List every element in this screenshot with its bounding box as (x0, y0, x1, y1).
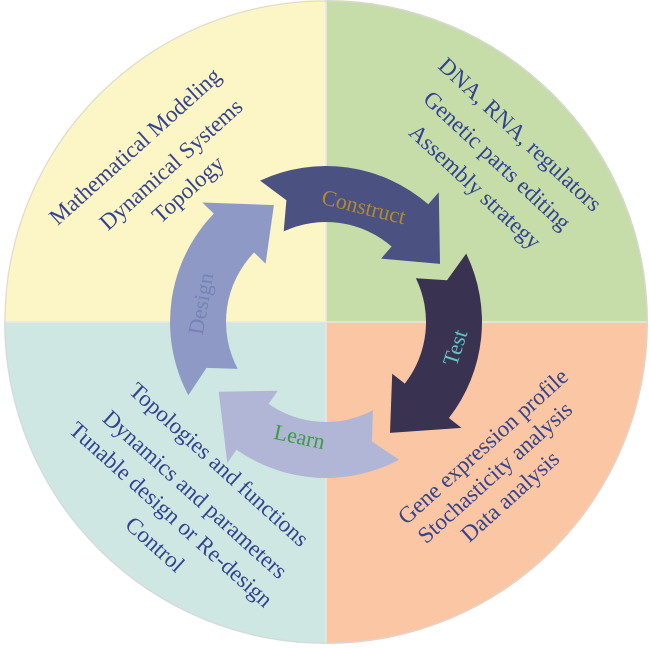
design-arrow (170, 202, 274, 396)
construct-arrow (260, 166, 440, 264)
test-arrow (390, 253, 482, 433)
outer-circle (4, 0, 648, 644)
learn-arrow (218, 390, 400, 478)
cycle-arrows (170, 166, 482, 478)
